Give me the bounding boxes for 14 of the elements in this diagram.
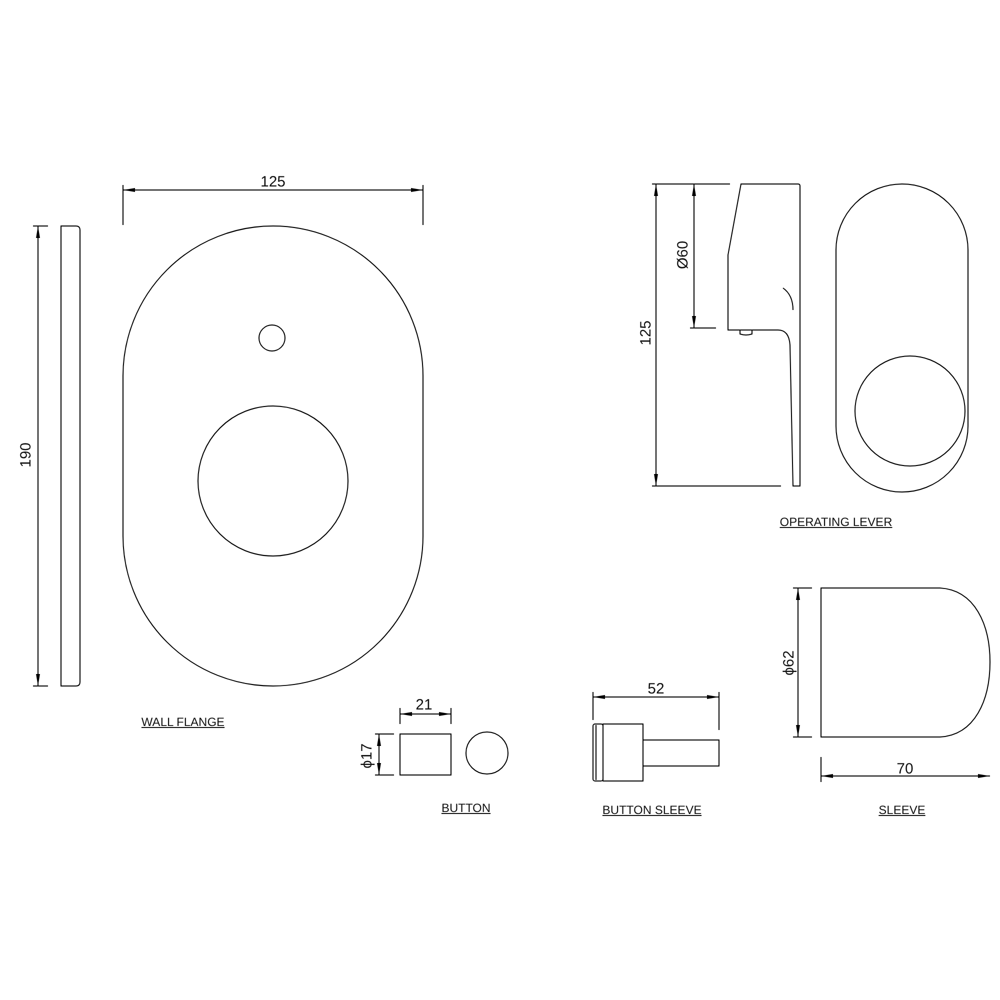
part-caption: BUTTON [441, 802, 491, 814]
part-caption: BUTTON SLEEVE [602, 804, 702, 816]
part-caption: SLEEVE [878, 804, 926, 816]
part-caption: WALL FLANGE [141, 716, 225, 728]
dimension-value: ϕ62 [782, 650, 796, 676]
part-caption: OPERATING LEVER [780, 516, 892, 528]
dimension-value: 125 [260, 174, 286, 190]
dimension-value: ϕ17 [360, 743, 374, 769]
dimension-value: 52 [648, 682, 664, 696]
dimension-value: 21 [416, 698, 432, 712]
dimension-value: 125 [638, 320, 654, 346]
dimension-value: Ø60 [676, 240, 690, 270]
dimension-value: 190 [18, 442, 34, 468]
dimension-value: 70 [896, 762, 914, 776]
